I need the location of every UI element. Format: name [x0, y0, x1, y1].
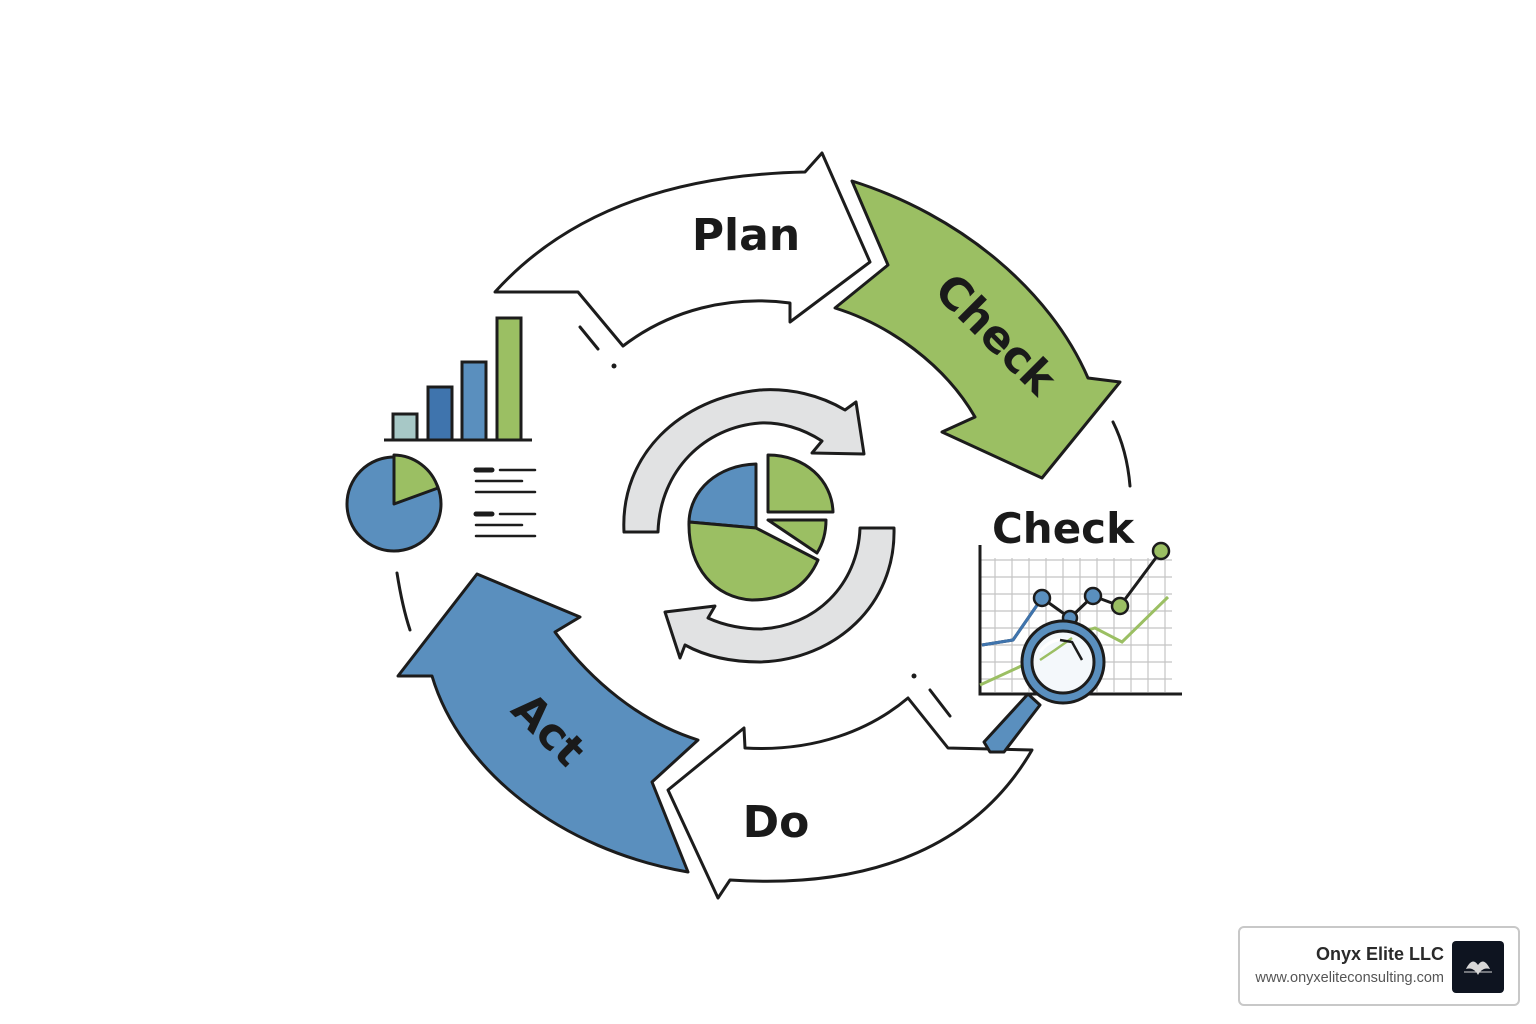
report-lines-icon — [473, 467, 537, 538]
connector-strokes — [395, 325, 1132, 718]
refresh-arrow-bottom — [663, 526, 896, 664]
connector-dot — [611, 363, 617, 369]
brand-url: www.onyxeliteconsulting.com — [1255, 970, 1444, 986]
brand-card: Onyx Elite LLC www.onyxeliteconsulting.c… — [1238, 926, 1520, 1006]
check-arrow — [833, 179, 1122, 480]
left-pie-chart-icon — [345, 453, 443, 553]
act-arrow — [396, 572, 700, 874]
plan-arrow — [493, 151, 872, 348]
magnifying-glass-icon — [982, 619, 1106, 754]
check-callout-title: Check — [992, 504, 1135, 553]
onyx-logo-icon — [1452, 941, 1504, 993]
center-pie-chart-icon — [687, 453, 835, 602]
do-label: Do — [743, 797, 810, 848]
brand-name: Onyx Elite LLC — [1315, 944, 1444, 964]
plan-label: Plan — [692, 210, 800, 261]
bar-chart-icon — [384, 316, 532, 442]
refresh-arrow-top — [622, 388, 866, 534]
connector-dot — [911, 673, 917, 679]
do-arrow — [666, 696, 1034, 900]
